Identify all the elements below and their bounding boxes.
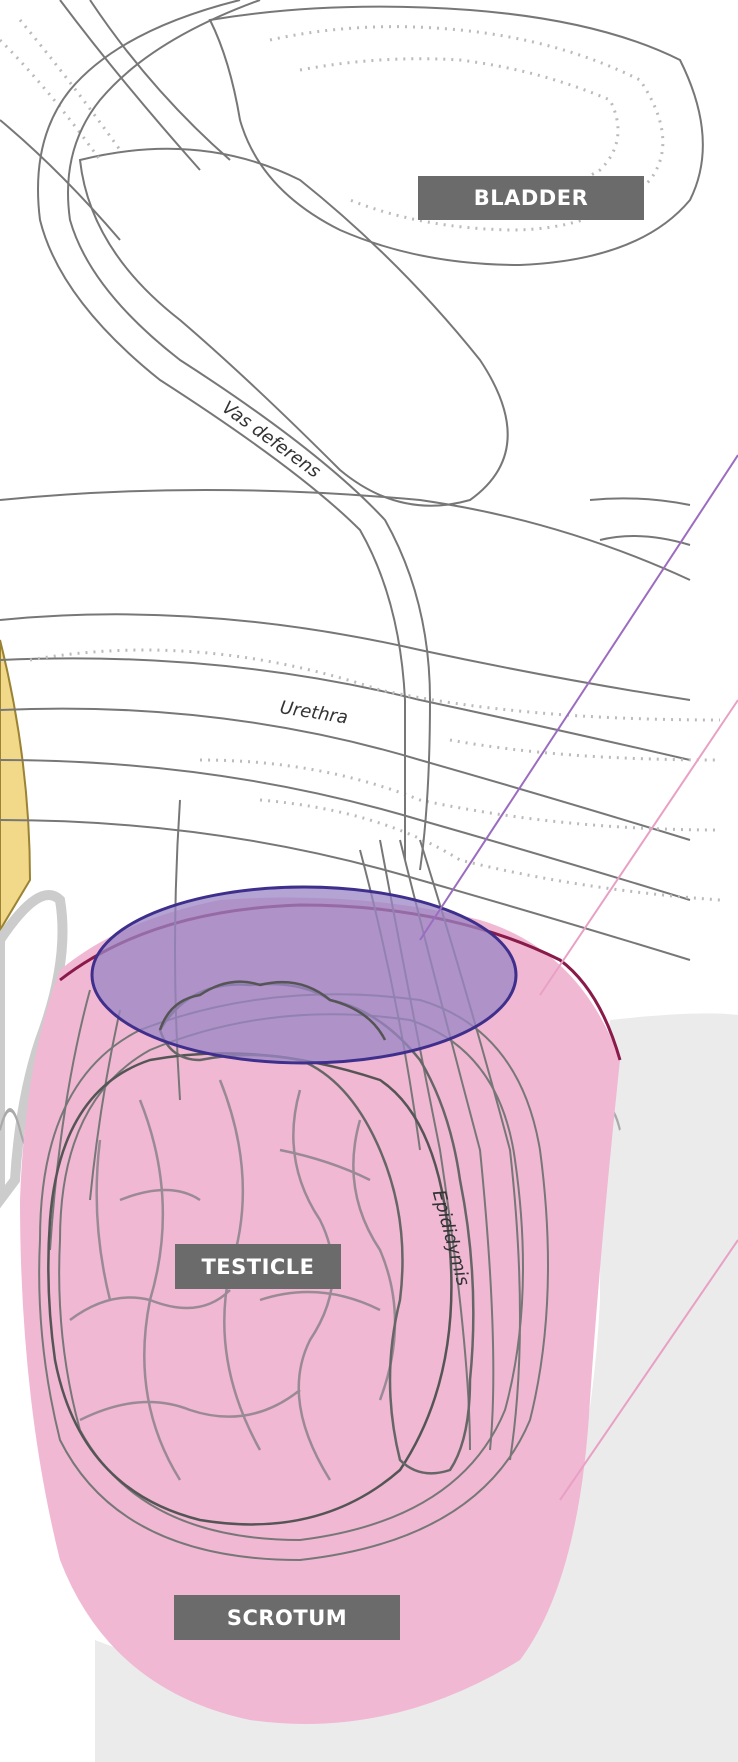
bladder-outline [210,7,703,265]
testicle-label: TESTICLE [175,1244,341,1289]
callout-line-pink-upper [540,700,738,995]
highlight-ellipse [92,887,516,1063]
fascia-lines [0,0,230,240]
bladder-label: BLADDER [418,176,644,220]
yellow-tissue [0,640,30,930]
vas-deferens-tube [38,0,430,870]
scrotum-label: SCROTUM [174,1595,400,1640]
